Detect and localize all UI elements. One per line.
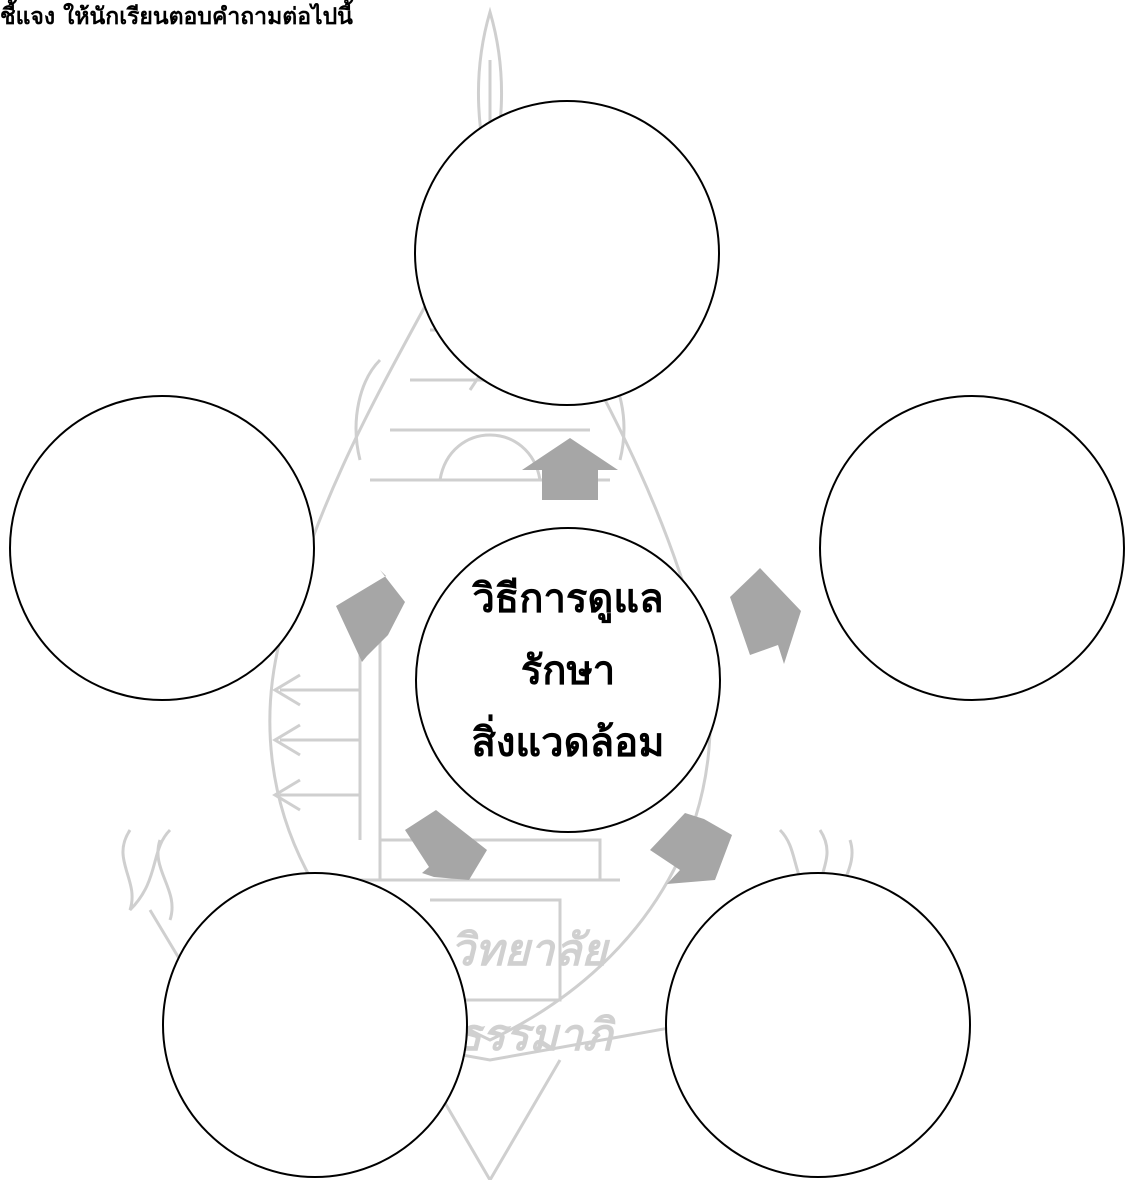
answer-circle-left[interactable] [10, 396, 314, 700]
instruction-text: ชี้แจง ให้นักเรียนตอบคำถามต่อไปนี้ [0, 2, 353, 32]
center-topic-label: วิธีการดูแล รักษา สิ่งแวดล้อม [418, 563, 718, 779]
arrow-upper-right [730, 568, 801, 664]
arrow-up [522, 438, 618, 500]
center-topic-line-2: รักษา [418, 635, 718, 707]
arrow-upper-left [336, 570, 405, 662]
arrow-lower-right [650, 813, 732, 884]
center-topic-line-3: สิ่งแวดล้อม [418, 707, 718, 779]
answer-circle-bottom-left[interactable] [163, 873, 467, 1177]
center-topic-line-1: วิธีการดูแล [418, 563, 718, 635]
answer-circle-bottom-right[interactable] [666, 873, 970, 1177]
arrow-lower-left [405, 810, 487, 880]
answer-circle-top[interactable] [415, 101, 719, 405]
answer-circle-right[interactable] [820, 396, 1124, 700]
